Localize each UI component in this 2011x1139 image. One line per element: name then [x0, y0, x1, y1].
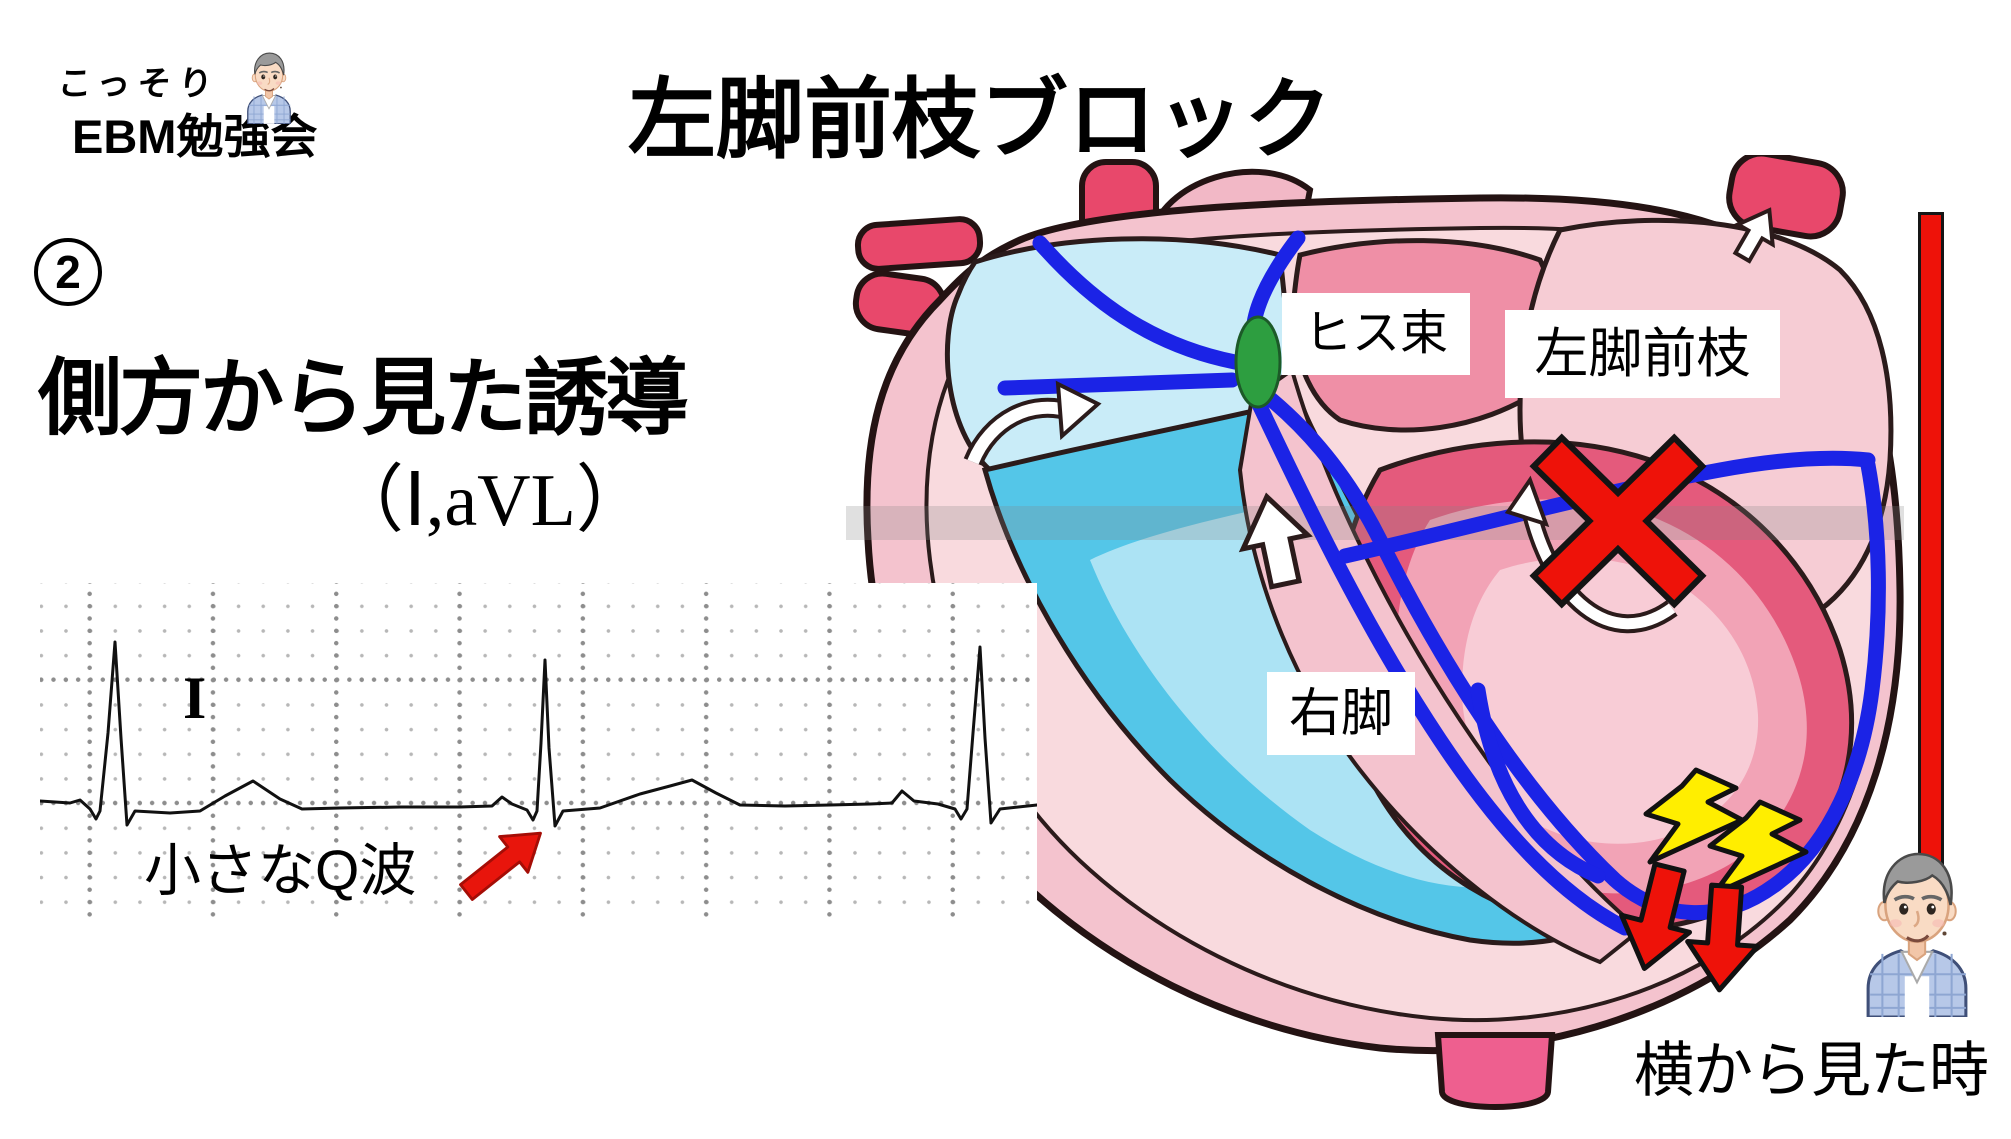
ecg-strip: I 小さなQ波: [40, 583, 1037, 917]
label-right-bundle: 右脚: [1267, 672, 1415, 755]
ecg-trace: [40, 640, 1037, 828]
lightning-bolt-icon: [1643, 767, 1745, 865]
slide-title: 左脚前枝ブロック: [628, 70, 1333, 169]
section-number: 2: [55, 246, 81, 298]
internodal-path-3: [997, 372, 1240, 396]
q-wave-arrow-icon: [459, 831, 542, 901]
right-bundle-branch-line: [1248, 390, 1633, 936]
section-heading-leads: （Ⅰ,aVL）: [330, 460, 650, 542]
side-view-caption: 横から見た時: [1634, 1037, 1989, 1104]
logo-avatar: [246, 52, 292, 124]
ecg-lead-label: I: [183, 665, 207, 731]
section-number-badge: 2: [34, 238, 102, 306]
flow-arrow-rv: [1238, 492, 1313, 590]
apex-branch-line: [1470, 682, 1606, 884]
label-his-bundle: ヒス束: [1282, 293, 1470, 375]
block-x-mark: [1529, 433, 1707, 609]
down-arrow-icon: [1619, 861, 1693, 971]
flow-arrowhead-ra: [1055, 380, 1102, 441]
label-left-anterior-fascicle-text: 左脚前枝: [1534, 324, 1751, 384]
left-ventricle-cavity: [1462, 558, 1759, 844]
internodal-path-1: [1032, 235, 1243, 370]
timeline-red-bar: [1918, 212, 1944, 886]
flow-arrowhead-lv: [1504, 475, 1550, 528]
ecg-annotation-small-q-wave: 小さなQ波: [144, 839, 417, 903]
section-heading: 側方から見た誘導: [38, 351, 689, 445]
inferior-vessel-stub: [1434, 1032, 1556, 1110]
label-left-anterior-fascicle: 左脚前枝: [1505, 310, 1780, 398]
flow-arrows: [963, 207, 1776, 634]
flow-arrow-la: [1732, 207, 1776, 264]
label-his-bundle-text: ヒス束: [1303, 307, 1448, 360]
presenter-avatar: [1866, 852, 1968, 1017]
down-arrow-icon: [1685, 882, 1760, 993]
label-right-bundle-text: 右脚: [1288, 684, 1393, 743]
interventricular-septum: [1237, 366, 1644, 965]
his-bundle-node: [1234, 315, 1282, 409]
